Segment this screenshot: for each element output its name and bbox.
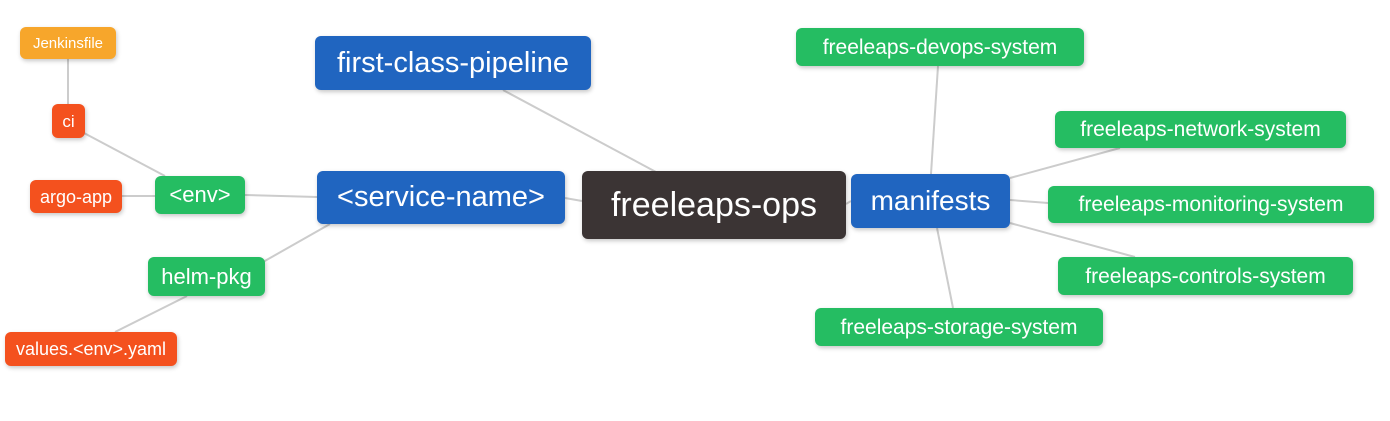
node-jenkinsfile[interactable]: Jenkinsfile	[20, 27, 116, 59]
node-label: Jenkinsfile	[32, 34, 104, 52]
node-label: helm-pkg	[161, 263, 252, 289]
node-label: <service-name>	[337, 181, 545, 213]
node-freeleaps-network-system[interactable]: freeleaps-network-system	[1055, 111, 1346, 148]
node-service-name[interactable]: <service-name>	[317, 171, 565, 224]
node-freeleaps-ops[interactable]: freeleaps-ops	[582, 171, 846, 239]
node-ci[interactable]: ci	[52, 104, 85, 138]
edge-manifests-to-freeleaps-devops-system	[930, 65, 939, 175]
node-manifests[interactable]: manifests	[851, 174, 1010, 228]
node-values-env-yaml[interactable]: values.<env>.yaml	[5, 332, 177, 366]
edge-env-to-service-name	[244, 194, 318, 198]
edge-helm-pkg-to-service-name	[262, 223, 331, 263]
node-label: freeleaps-controls-system	[1085, 264, 1326, 288]
node-label: <env>	[169, 182, 231, 207]
node-label: ci	[62, 111, 75, 131]
node-argo-app[interactable]: argo-app	[30, 180, 122, 213]
node-label: freeleaps-devops-system	[822, 35, 1058, 59]
node-freeleaps-controls-system[interactable]: freeleaps-controls-system	[1058, 257, 1353, 295]
edge-service-name-to-freeleaps-ops	[564, 197, 583, 202]
node-label: argo-app	[39, 186, 113, 207]
edge-freeleaps-ops-to-manifests	[845, 200, 852, 205]
node-label: freeleaps-ops	[610, 186, 817, 224]
edge-manifests-to-freeleaps-controls-system	[1009, 222, 1136, 258]
node-freeleaps-devops-system[interactable]: freeleaps-devops-system	[796, 28, 1084, 66]
node-label: freeleaps-storage-system	[840, 315, 1078, 339]
node-env[interactable]: <env>	[155, 176, 245, 214]
edge-first-class-pipeline-to-freeleaps-ops	[502, 89, 657, 173]
node-label: manifests	[870, 185, 991, 216]
node-helm-pkg[interactable]: helm-pkg	[148, 257, 265, 296]
node-label: freeleaps-network-system	[1080, 118, 1321, 141]
edge-ci-to-env	[83, 132, 166, 177]
edge-values-env-yaml-to-helm-pkg	[114, 295, 188, 333]
node-label: freeleaps-monitoring-system	[1078, 193, 1344, 216]
edge-manifests-to-freeleaps-monitoring-system	[1009, 199, 1049, 204]
node-freeleaps-monitoring-system[interactable]: freeleaps-monitoring-system	[1048, 186, 1374, 223]
node-freeleaps-storage-system[interactable]: freeleaps-storage-system	[815, 308, 1103, 346]
node-first-class-pipeline[interactable]: first-class-pipeline	[315, 36, 591, 90]
node-label: values.<env>.yaml	[15, 339, 167, 359]
node-label: first-class-pipeline	[336, 46, 570, 79]
edge-manifests-to-freeleaps-storage-system	[936, 227, 954, 309]
edge-manifests-to-freeleaps-network-system	[1009, 147, 1121, 179]
